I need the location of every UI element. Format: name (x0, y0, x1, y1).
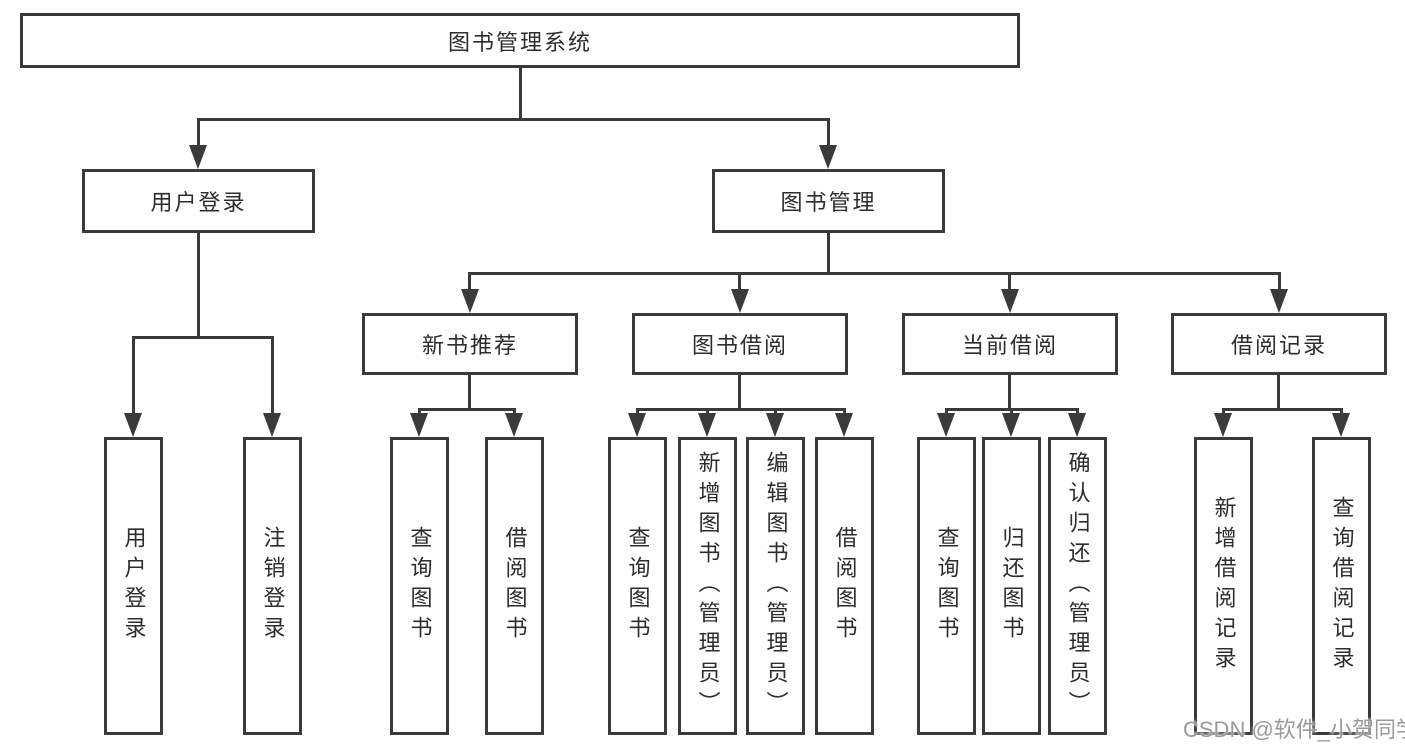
node-new-book-recommend: 新书推荐 (362, 313, 578, 375)
node-book-borrow: 图书借阅 (632, 313, 848, 375)
connector-drop-recommend-query (418, 408, 421, 414)
connector-book-mgmt-branch (469, 272, 1281, 275)
connector-drop-add-book (706, 408, 709, 414)
connector-book-mgmt-stem (827, 233, 830, 272)
leaf-recommend-query-book-label: 查询图书 (407, 526, 433, 646)
leaf-recommend-borrow-book-label: 借阅图书 (502, 526, 528, 646)
leaf-recommend-borrow-book: 借阅图书 (485, 437, 544, 735)
connector-drop-current-borrow (1008, 272, 1011, 289)
connector-drop-leaf-user-login (132, 336, 135, 413)
arrow-down-icon (835, 413, 853, 437)
leaf-confirm-return-admin: 确认归还（管理员） (1048, 437, 1107, 735)
leaf-edit-book-admin: 编辑图书（管理员） (746, 437, 805, 735)
arrow-down-icon (1001, 289, 1019, 313)
arrow-down-icon (698, 413, 716, 437)
arrow-down-icon (1270, 289, 1288, 313)
arrow-down-icon (766, 413, 784, 437)
leaf-borrow-book: 借阅图书 (815, 437, 874, 735)
connector-drop-confirm-return (1076, 408, 1079, 414)
arrow-down-icon (1332, 413, 1350, 437)
leaf-add-book-admin: 新增图书（管理员） (678, 437, 737, 735)
connector-drop-borrow-record (1278, 272, 1281, 289)
leaf-return-book: 归还图书 (982, 437, 1041, 735)
connector-drop-book-mgmt (827, 118, 830, 146)
connector-drop-query-record (1340, 408, 1343, 414)
leaf-recommend-query-book: 查询图书 (390, 437, 449, 735)
connector-drop-edit-book (774, 408, 777, 414)
connector-drop-new-book-recommend (468, 272, 471, 289)
leaf-add-borrow-record: 新增借阅记录 (1194, 437, 1253, 735)
arrow-down-icon (731, 289, 749, 313)
leaf-logout: 注销登录 (243, 437, 302, 735)
connector-record-stem (1277, 375, 1280, 408)
connector-book-borrow-branch (636, 408, 846, 411)
leaf-current-query-book-label: 查询图书 (934, 526, 960, 646)
leaf-query-borrow-record-label: 查询借阅记录 (1329, 496, 1355, 676)
connector-user-login-stem (197, 233, 200, 336)
connector-record-branch (1222, 408, 1343, 411)
node-book-borrow-label: 图书借阅 (691, 333, 788, 358)
connector-recommend-branch (418, 408, 516, 411)
arrow-down-icon (410, 413, 428, 437)
connector-drop-recommend-borrow (513, 408, 516, 414)
connector-drop-current-query (945, 408, 948, 414)
leaf-user-login: 用户登录 (104, 437, 163, 735)
leaf-user-login-label: 用户登录 (121, 526, 147, 646)
arrow-down-icon (189, 145, 207, 169)
arrow-down-icon (1068, 413, 1086, 437)
connector-recommend-stem (468, 375, 471, 408)
leaf-add-borrow-record-label: 新增借阅记录 (1211, 496, 1237, 676)
leaf-query-borrow-record: 查询借阅记录 (1312, 437, 1371, 735)
arrow-down-icon (937, 413, 955, 437)
connector-root-branch (197, 118, 830, 121)
connector-user-login-branch (132, 336, 274, 339)
connector-drop-add-record (1222, 408, 1225, 414)
arrow-down-icon (628, 413, 646, 437)
connector-drop-borrow-query (636, 408, 639, 414)
leaf-add-book-admin-label: 新增图书（管理员） (695, 451, 721, 721)
csdn-watermark: CSDN @软件_小贺同学 (1183, 717, 1405, 742)
node-current-borrow: 当前借阅 (902, 313, 1118, 375)
node-user-login: 用户登录 (82, 169, 315, 233)
connector-drop-book-borrow (738, 272, 741, 289)
connector-current-stem (1008, 375, 1011, 408)
leaf-borrow-book-label: 借阅图书 (832, 526, 858, 646)
node-root: 图书管理系统 (20, 13, 1020, 68)
arrow-down-icon (461, 289, 479, 313)
node-book-mgmt: 图书管理 (712, 169, 945, 233)
connector-book-borrow-stem (738, 375, 741, 408)
connector-drop-return-book (1010, 408, 1013, 414)
node-book-mgmt-label: 图书管理 (780, 190, 877, 215)
leaf-edit-book-admin-label: 编辑图书（管理员） (763, 451, 789, 721)
arrow-down-icon (124, 413, 142, 437)
arrow-down-icon (1002, 413, 1020, 437)
leaf-confirm-return-admin-label: 确认归还（管理员） (1065, 451, 1091, 721)
node-current-borrow-label: 当前借阅 (961, 333, 1058, 358)
node-borrow-record-label: 借阅记录 (1230, 333, 1327, 358)
node-new-book-recommend-label: 新书推荐 (421, 333, 518, 358)
arrow-down-icon (505, 413, 523, 437)
connector-root-stem (519, 68, 522, 118)
connector-drop-user-login (197, 118, 200, 146)
node-borrow-record: 借阅记录 (1171, 313, 1387, 375)
arrow-down-icon (819, 145, 837, 169)
leaf-logout-label: 注销登录 (260, 526, 286, 646)
leaf-borrow-query-book: 查询图书 (608, 437, 667, 735)
leaf-current-query-book: 查询图书 (917, 437, 976, 735)
leaf-borrow-query-book-label: 查询图书 (625, 526, 651, 646)
connector-drop-borrow-book (843, 408, 846, 414)
connector-drop-leaf-logout (271, 336, 274, 413)
leaf-return-book-label: 归还图书 (999, 526, 1025, 646)
node-user-login-label: 用户登录 (150, 190, 247, 215)
arrow-down-icon (263, 413, 281, 437)
arrow-down-icon (1214, 413, 1232, 437)
node-root-label: 图书管理系统 (447, 29, 592, 55)
